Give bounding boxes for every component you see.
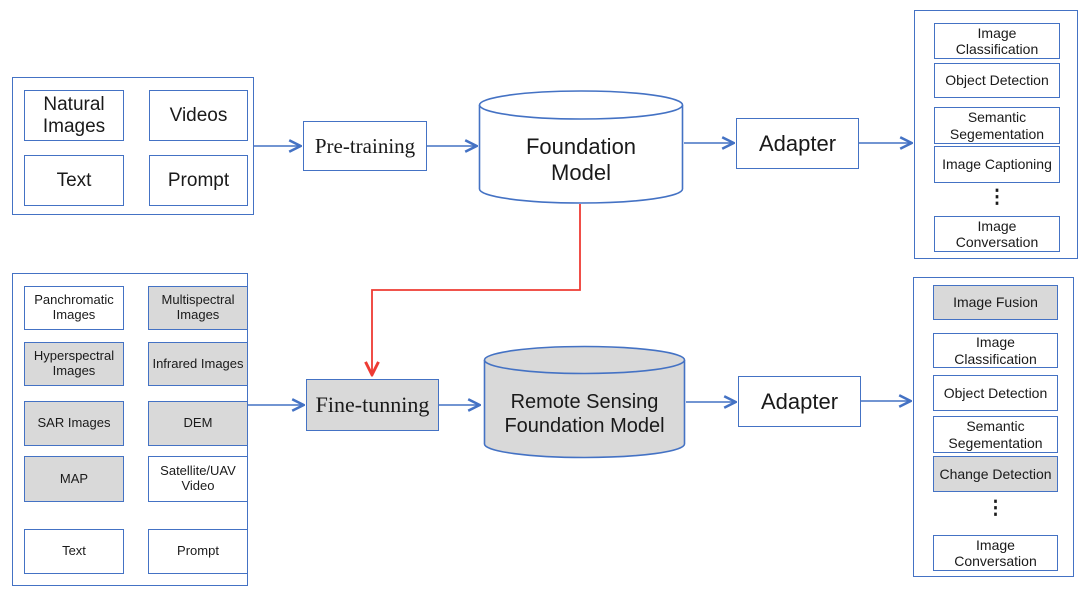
- task-object-detection-rs: Object Detection: [933, 375, 1058, 411]
- task-label: Image Classification: [954, 334, 1037, 367]
- finetunning-stage-label: Fine-tunning: [315, 392, 430, 418]
- task-object-detection: Object Detection: [934, 63, 1060, 98]
- input-label: Prompt: [167, 169, 230, 191]
- pretraining-stage-box: Pre-training: [303, 121, 427, 171]
- input-label: Panchromatic Images: [34, 292, 114, 322]
- task-image-classification-rs: Image Classification: [933, 333, 1058, 368]
- task-label: Image Fusion: [953, 294, 1038, 311]
- adapter-top-box: Adapter: [736, 118, 859, 169]
- input-prompt-rs: Prompt: [148, 529, 248, 574]
- input-label: Natural Images: [42, 93, 106, 137]
- input-text-rs: Text: [24, 529, 124, 574]
- cylinder-shape: [483, 345, 686, 459]
- task-image-captioning: Image Captioning: [934, 146, 1060, 183]
- finetunning-stage-box: Fine-tunning: [306, 379, 439, 431]
- cylinder-shape: [478, 90, 684, 204]
- input-label: Prompt: [177, 543, 219, 559]
- adapter-top-label: Adapter: [758, 130, 837, 156]
- tasks-ellipsis-bottom: ⋮: [986, 497, 1005, 519]
- input-text: Text: [24, 155, 124, 206]
- task-image-conversation: Image Conversation: [934, 216, 1060, 252]
- rs-foundation-model-cylinder: Remote Sensing Foundation Model: [483, 345, 686, 459]
- task-image-conversation-rs: Image Conversation: [933, 535, 1058, 571]
- input-videos: Videos: [149, 90, 248, 141]
- rs-foundation-model-label: Remote Sensing Foundation Model: [504, 391, 665, 437]
- task-label: Semantic Segementation: [948, 418, 1043, 451]
- input-label: Text: [56, 169, 92, 191]
- input-label: SAR Images: [37, 415, 111, 431]
- task-change-detection: Change Detection: [933, 456, 1058, 492]
- input-hyperspectral-images: Hyperspectral Images: [24, 342, 124, 386]
- rs-inputs-panel: Panchromatic Images Multispectral Images…: [12, 273, 248, 586]
- input-natural-images: Natural Images: [24, 90, 124, 141]
- input-label: Multispectral Images: [161, 292, 235, 322]
- input-label: Videos: [169, 104, 228, 126]
- task-label: Image Classification: [955, 24, 1039, 57]
- task-label: Semantic Segementation: [949, 109, 1045, 142]
- input-infrared-images: Infrared Images: [148, 342, 248, 386]
- task-image-fusion: Image Fusion: [933, 285, 1058, 320]
- input-label: DEM: [183, 415, 213, 431]
- pretraining-tasks-panel: Image Classification Object Detection Se…: [914, 10, 1078, 259]
- task-label: Image Captioning: [942, 156, 1052, 173]
- input-panchromatic-images: Panchromatic Images: [24, 286, 124, 330]
- task-label: Image Conversation: [955, 217, 1039, 250]
- input-label: Satellite/UAV Video: [160, 463, 236, 493]
- input-dem: DEM: [148, 401, 248, 446]
- rs-tasks-panel: Image Fusion Image Classification Object…: [913, 277, 1074, 577]
- input-satellite-uav-video: Satellite/UAV Video: [148, 456, 248, 502]
- task-label: Change Detection: [939, 465, 1052, 482]
- foundation-model-label: Foundation Model: [525, 133, 637, 185]
- input-map: MAP: [24, 456, 124, 502]
- input-label: Text: [62, 543, 86, 559]
- input-sar-images: SAR Images: [24, 401, 124, 446]
- adapter-bottom-box: Adapter: [738, 376, 861, 427]
- input-label: MAP: [59, 470, 89, 486]
- input-label: Infrared Images: [152, 355, 244, 371]
- adapter-bottom-label: Adapter: [760, 388, 839, 414]
- input-multispectral-images: Multispectral Images: [148, 286, 248, 330]
- pretraining-stage-label: Pre-training: [314, 133, 416, 158]
- tasks-ellipsis-top: ⋮: [987, 186, 1007, 208]
- task-label: Image Conversation: [954, 536, 1037, 569]
- task-image-classification: Image Classification: [934, 23, 1060, 59]
- input-label: Hyperspectral Images: [33, 348, 115, 378]
- task-semantic-segmentation-rs: Semantic Segementation: [933, 416, 1058, 453]
- task-label: Object Detection: [943, 384, 1048, 401]
- foundation-model-cylinder: Foundation Model: [478, 89, 684, 205]
- task-label: Object Detection: [945, 72, 1049, 89]
- task-semantic-segmentation: Semantic Segementation: [934, 107, 1060, 144]
- input-prompt: Prompt: [149, 155, 248, 206]
- pretraining-inputs-panel: Natural Images Videos Text Prompt: [12, 77, 254, 215]
